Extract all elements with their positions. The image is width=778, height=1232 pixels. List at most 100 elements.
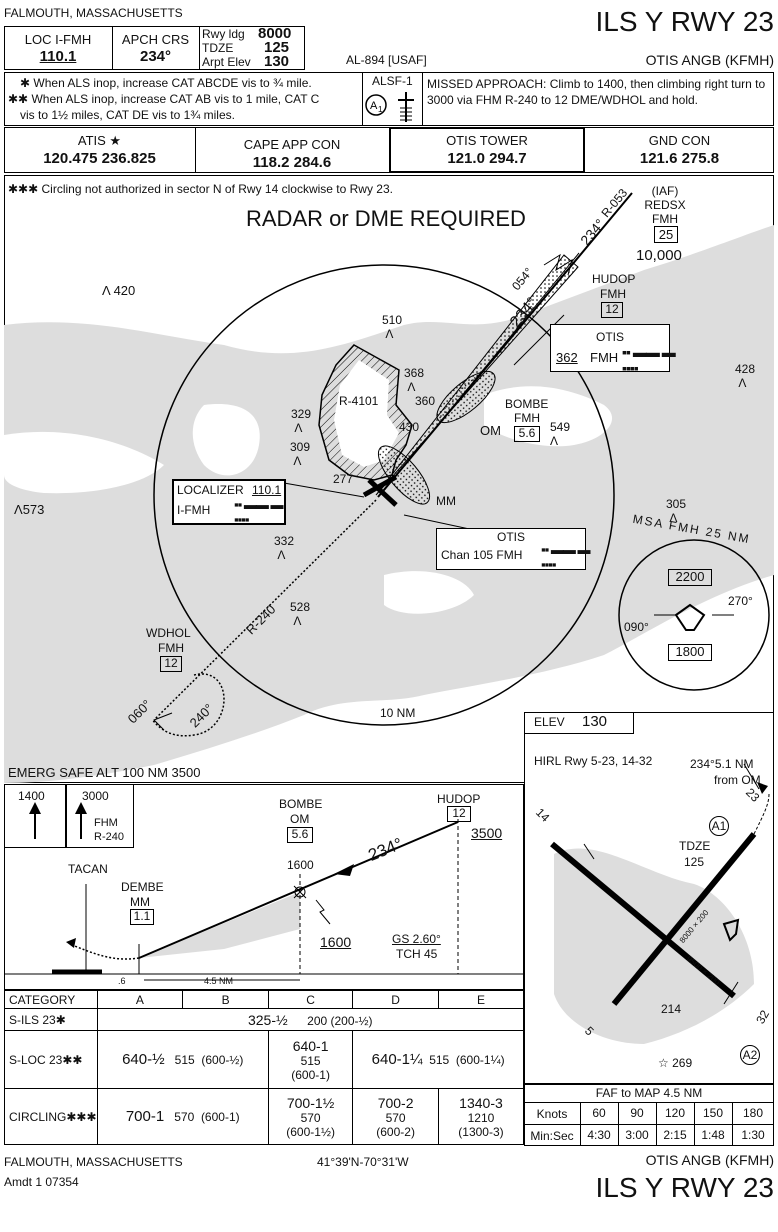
rwy-ldg-label: Rwy ldg <box>202 27 245 41</box>
s-ils-mins: 325-½ 200 (200-½) <box>96 1008 525 1031</box>
al-number: AL-894 [USAF] <box>346 53 427 67</box>
alsf-label: ALSF-1 <box>372 74 413 88</box>
comm-freq-3: 121.6 275.8 <box>639 150 720 167</box>
otis-vortac-chan: Chan 105 FMH <box>441 548 523 562</box>
footer-coordinates: 41°39'N-70°31'W <box>317 1155 409 1169</box>
elev-214: 214 <box>661 1002 682 1016</box>
elev-value: 130 <box>582 713 608 730</box>
bombe-fmh: FMH <box>514 411 540 425</box>
elevation-label: 329 Λ <box>291 407 312 435</box>
dembe-label: DEMBE <box>121 880 164 894</box>
bombe-profile-dme: 5.6 <box>291 827 309 841</box>
mins-header: C <box>267 990 354 1009</box>
hudop-profile-label: HUDOP <box>437 792 481 806</box>
timing-time: 2:15 <box>663 1128 687 1142</box>
localizer-box-id: I-FMH <box>177 503 211 517</box>
distance-2: 4.5 NM <box>204 976 234 986</box>
airport-name: OTIS ANGB (KFMH) <box>645 52 774 68</box>
rwy-ldg: 8000 <box>258 25 292 42</box>
localizer-box-label: LOCALIZER <box>177 483 244 497</box>
msa-south-box <box>668 644 712 661</box>
timing-knots: 150 <box>702 1106 724 1120</box>
msa-270: 270° <box>728 594 753 608</box>
footer-amendment: Amdt 1 07354 <box>4 1175 79 1189</box>
circling-ab: 700-1 570 (600-1) <box>96 1088 269 1145</box>
missed-alt-2: 3000 <box>82 789 109 803</box>
gs-alt: 1600 <box>320 934 352 950</box>
restricted-area-label: R-4101 <box>339 394 379 408</box>
wdhol-dme-box <box>160 656 182 672</box>
redsx-dme-box <box>654 226 678 243</box>
comm-freq-2: 121.0 294.7 <box>447 150 527 167</box>
timing-knots-label: Knots <box>536 1107 568 1121</box>
localizer-morse: ▪▪ ▬▬ ▬▪▪▪▪ <box>234 497 283 527</box>
comm-name-3: GND CON <box>648 133 711 148</box>
plan-view-map <box>4 192 774 783</box>
comm-name-2: OTIS TOWER <box>446 133 528 148</box>
elev-label: ELEV <box>534 715 565 729</box>
hudop-fmh: FMH <box>600 287 626 301</box>
redsx-fmh: FMH <box>652 212 678 226</box>
hudop-alt: 3500 <box>471 825 503 841</box>
elevation-label: 305 Λ <box>666 497 687 525</box>
otis-vortac-name: OTIS <box>496 530 525 544</box>
elev-box <box>524 712 634 734</box>
mins-header: CATEGORY <box>4 990 98 1009</box>
svg-text:1: 1 <box>378 105 383 114</box>
ad-tdze: 125 <box>684 855 705 869</box>
otis-vortac-morse: ▪▪ ▬▬ ▬▪▪▪▪ <box>541 542 590 572</box>
elevation-label: 277 <box>333 472 354 486</box>
dembe-dme-box <box>130 909 154 925</box>
comm-freq-0: 120.475 236.825 <box>43 150 156 167</box>
timing-title: FAF to MAP 4.5 NM <box>595 1086 703 1100</box>
svg-text:A: A <box>370 100 378 112</box>
bombe-profile-dme-box <box>287 827 313 843</box>
note-2b: vis to 1½ miles, CAT DE vis to 1¾ miles. <box>20 108 235 122</box>
hudop-dme: 12 <box>605 302 619 316</box>
briefing-strip <box>4 26 305 70</box>
footer-location: FALMOUTH, MASSACHUSETTS <box>4 1155 183 1169</box>
elevation-label: 430 <box>399 420 420 434</box>
om-distance-2: from OM <box>714 773 761 787</box>
ten-nm-label: 10 NM <box>380 706 416 720</box>
missed-radial: R-240 <box>94 831 124 843</box>
tdze-label: TDZE <box>202 41 234 55</box>
elevation-label: Λ 420 <box>102 283 136 298</box>
profile-view <box>4 784 524 990</box>
elevation-label: 528 Λ <box>290 600 311 628</box>
hudop-profile-dme-box <box>447 806 471 822</box>
loc-label: LOC I-FMH <box>24 32 92 47</box>
bombe-dme: 5.6 <box>518 426 536 440</box>
comm-name-1: CAPE APP CON <box>243 137 341 152</box>
bombe-label: BOMBE <box>505 397 549 411</box>
timing-knots: 60 <box>592 1106 606 1120</box>
wdhol-dme: 12 <box>164 656 178 670</box>
arpt-elev: 130 <box>264 53 290 70</box>
bombe-profile-label: BOMBE <box>279 797 323 811</box>
timing-time: 4:30 <box>587 1128 611 1142</box>
mm-label: MM <box>436 494 456 508</box>
emerg-safe-alt: EMERG SAFE ALT 100 NM 3500 <box>8 765 201 780</box>
msa-north-box <box>668 569 712 586</box>
header-location: FALMOUTH, MASSACHUSETTS <box>4 6 183 20</box>
missed-icon-2 <box>66 784 134 848</box>
missed-icon-1 <box>4 784 66 848</box>
redsx-label: REDSX <box>644 198 686 212</box>
footer-airport: OTIS ANGB (KFMH) <box>645 1152 774 1168</box>
a1-icon: A1 <box>709 816 729 836</box>
timing-table <box>524 1084 774 1146</box>
timing-minsec-label: Min:Sec <box>530 1129 574 1143</box>
timing-time: 3:00 <box>625 1128 649 1142</box>
footer-title: ILS Y RWY 23 <box>595 1172 775 1203</box>
s-loc-ab: 640-½ 515 (600-½) <box>96 1030 269 1089</box>
timing-knots: 180 <box>742 1106 764 1120</box>
msa-north: 2200 <box>675 569 705 584</box>
circling-label: CIRCLING✱✱✱ <box>4 1088 98 1145</box>
msa-south: 1800 <box>675 644 705 659</box>
